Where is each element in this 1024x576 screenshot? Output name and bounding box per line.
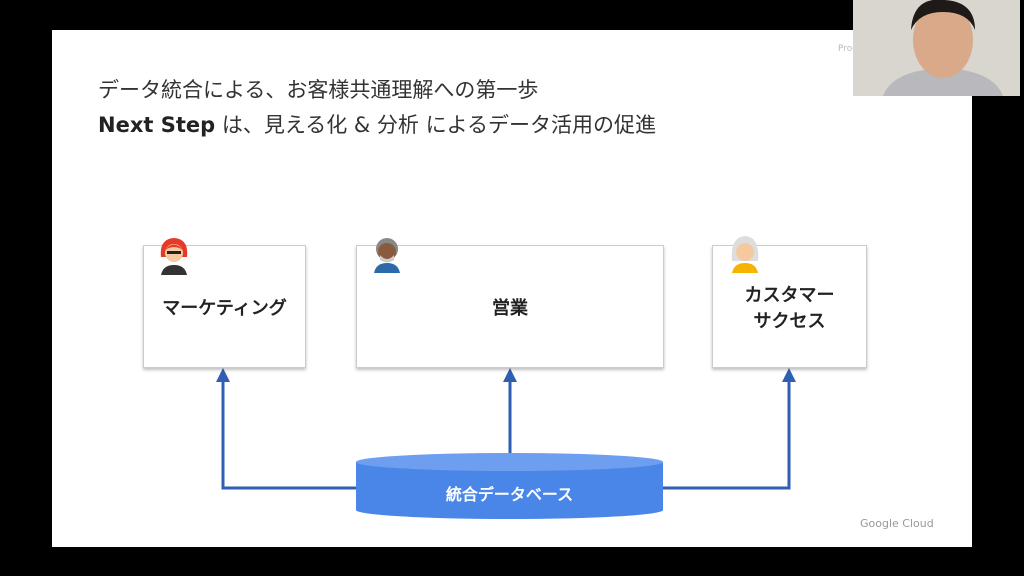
box-label: 営業: [492, 297, 528, 319]
webcam-person-image: [853, 0, 1020, 96]
avatar-red-hair-icon: [160, 238, 188, 275]
google-cloud-logo: Google Cloud: [860, 517, 934, 530]
avatar-gray-hair-man-icon: [374, 238, 400, 273]
database-cylinder: [356, 453, 663, 519]
truncated-label: Proc: [838, 44, 858, 54]
box-label: カスタマー サクセス: [744, 284, 835, 332]
connector-arrows: [216, 368, 796, 519]
slide-title-line2: Next Step は、見える化 & 分析 によるデータ活用の促進: [98, 109, 656, 139]
slide-title-line1: データ統合による、お客様共通理解への第一歩: [98, 78, 539, 102]
box-sales: 営業: [356, 245, 664, 368]
participant-video-tile[interactable]: [853, 0, 1020, 96]
database-label: 統合データベース: [445, 485, 574, 504]
arrow-to-marketing: [221, 380, 356, 490]
box-label: マーケティング: [162, 297, 287, 319]
avatar-white-hair-woman-icon: [731, 236, 759, 273]
title-line2-text: は、見える化 & 分析 によるデータ活用の促進: [215, 113, 656, 137]
arrow-to-cs: [663, 380, 791, 490]
presentation-slide: Proc データ統合による、お客様共通理解への第一歩 Next Step は、見…: [52, 30, 972, 547]
next-step-label: Next Step: [98, 113, 216, 137]
